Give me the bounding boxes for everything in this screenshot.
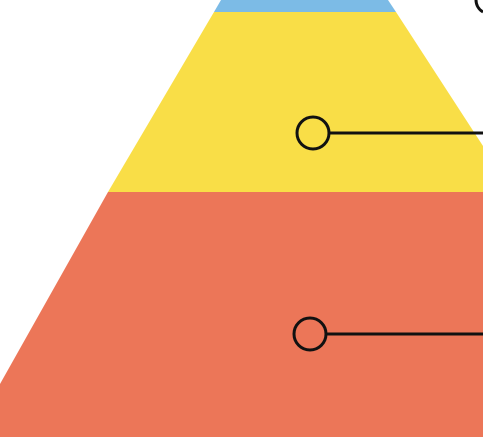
callout-marker-middle — [295, 115, 331, 151]
pyramid-layer-middle — [108, 12, 483, 192]
callout-marker-bottom — [292, 316, 328, 352]
pyramid-layer-bottom — [0, 192, 483, 437]
callout-bottom — [292, 316, 483, 352]
callout-middle — [295, 115, 483, 151]
pyramid-layer-top — [214, 0, 396, 12]
